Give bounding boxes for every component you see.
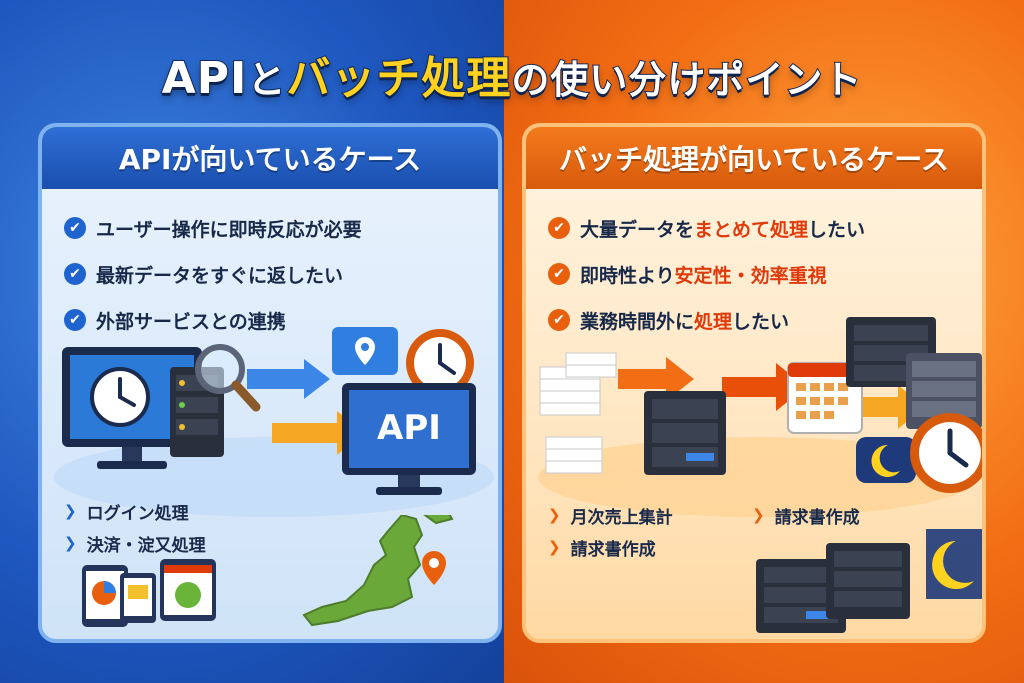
api-check-list: ✔ ユーザー操作に即時反応が必要 ✔ 最新データをすぐに返したい ✔ 外部サービ… xyxy=(64,205,494,343)
batch-panel: バッチ処理が向いているケース ✔ 大量データをまとめて処理したい ✔ 即時性より… xyxy=(522,123,986,643)
batch-example-list-a: ❯ 月次売上集計 ❯ 請求書作成 xyxy=(548,499,673,563)
clock-icon xyxy=(406,329,474,397)
batch-check-pre: 即時性より xyxy=(580,264,675,287)
api-example-list: ❯ ログイン処理 ❯ 決済・淀又処理 xyxy=(64,495,206,559)
api-check-text: 最新データをすぐに返したい xyxy=(96,264,344,287)
check-icon: ✔ xyxy=(64,217,86,239)
check-icon: ✔ xyxy=(548,263,570,285)
api-panel-header: APIが向いているケース xyxy=(42,127,498,189)
server-icon xyxy=(644,391,726,475)
api-example-item: ❯ 決済・淀又処理 xyxy=(64,527,206,559)
calendar-icon xyxy=(787,362,863,434)
api-check-text: ユーザー操作に即時反応が必要 xyxy=(96,218,362,241)
chevron-right-icon: ❯ xyxy=(752,506,765,524)
clock-icon xyxy=(910,413,982,493)
server-icon xyxy=(826,543,910,619)
batch-check-highlight: 安定性・効率重視 xyxy=(674,264,827,287)
check-icon: ✔ xyxy=(548,217,570,239)
clock-icon xyxy=(90,367,150,427)
api-check-item: ✔ 外部サービスとの連携 xyxy=(64,297,494,343)
batch-check-pre: 大量データを xyxy=(580,218,695,241)
batch-check-highlight: まとめて処理 xyxy=(694,218,809,241)
check-icon: ✔ xyxy=(64,309,86,331)
api-check-item: ✔ ユーザー操作に即時反応が必要 xyxy=(64,205,494,251)
batch-check-pre: 業務時間外に xyxy=(580,310,695,333)
moon-icon xyxy=(856,437,916,483)
batch-example-text: 月次売上集計 xyxy=(570,507,673,528)
location-pin-icon xyxy=(332,327,398,375)
batch-check-highlight: 処理 xyxy=(694,310,733,333)
batch-check-item: ✔ 業務時間外に処理したい xyxy=(548,297,978,343)
api-panel-header-text: APIが向いているケース xyxy=(118,143,422,176)
title-rest: の使い分けポイント xyxy=(510,57,863,103)
moon-icon xyxy=(926,529,982,599)
check-icon: ✔ xyxy=(548,309,570,331)
batch-panel-header: バッチ処理が向いているケース xyxy=(526,127,982,189)
server-icon xyxy=(756,559,846,633)
chevron-right-icon: ❯ xyxy=(548,538,561,556)
api-check-item: ✔ 最新データをすぐに返したい xyxy=(64,251,494,297)
magnifier-icon xyxy=(195,344,261,412)
api-example-text: ログイン処理 xyxy=(86,503,189,524)
batch-check-item: ✔ 即時性より安定性・効率重視 xyxy=(548,251,978,297)
api-screen-label: API xyxy=(377,408,441,448)
tablet-icon xyxy=(160,559,216,621)
batch-example-text: 請求書作成 xyxy=(774,507,860,528)
chevron-right-icon: ❯ xyxy=(548,506,561,524)
batch-servers-night xyxy=(756,529,982,633)
batch-example-item: ❯ 請求書作成 xyxy=(548,531,673,563)
api-illustration: API xyxy=(54,327,494,517)
tablet-icon xyxy=(120,573,156,623)
api-devices-map xyxy=(82,515,454,627)
api-panel: APIが向いているケース ✔ ユーザー操作に即時反応が必要 ✔ 最新データをすぐ… xyxy=(38,123,502,643)
batch-example-item: ❯ 月次売上集計 xyxy=(548,499,673,531)
japan-map-icon xyxy=(302,515,454,627)
batch-check-item: ✔ 大量データをまとめて処理したい xyxy=(548,205,978,251)
location-pin-icon xyxy=(422,551,446,585)
tablet-icon xyxy=(82,565,128,627)
title-api: API xyxy=(161,52,248,105)
api-example-text: 決済・淀又処理 xyxy=(86,535,206,556)
batch-example-item: ❯ 請求書作成 xyxy=(752,499,860,531)
api-example-item: ❯ ログイン処理 xyxy=(64,495,206,527)
batch-check-list: ✔ 大量データをまとめて処理したい ✔ 即時性より安定性・効率重視 ✔ 業務時間… xyxy=(548,205,978,343)
batch-check-post: したい xyxy=(808,218,866,241)
batch-illustration xyxy=(538,317,982,517)
batch-check-post: したい xyxy=(732,310,790,333)
paper-stack-icon xyxy=(539,352,617,474)
server-icon xyxy=(906,353,982,429)
chevron-right-icon: ❯ xyxy=(64,502,77,520)
chevron-right-icon: ❯ xyxy=(64,534,77,552)
check-icon: ✔ xyxy=(64,263,86,285)
page-title: APIとバッチ処理の使い分けポイント xyxy=(0,42,1024,106)
batch-example-list-b: ❯ 請求書作成 xyxy=(752,499,860,531)
arrow-icon xyxy=(247,359,364,455)
title-to: と xyxy=(246,57,287,103)
api-check-text: 外部サービスとの連携 xyxy=(96,310,286,333)
batch-panel-header-text: バッチ処理が向いているケース xyxy=(559,143,949,176)
title-batch: バッチ処理 xyxy=(285,52,512,105)
monitor-icon: API xyxy=(342,383,476,495)
batch-example-text: 請求書作成 xyxy=(570,539,656,560)
